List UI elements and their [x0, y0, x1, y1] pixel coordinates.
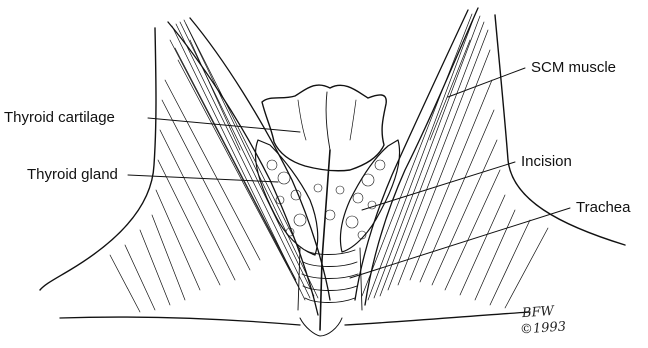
incision-line: [320, 150, 330, 330]
label-trachea: Trachea: [576, 200, 630, 215]
artist-signature-initials: BFW: [522, 305, 555, 320]
left-scm-striations: [110, 20, 318, 312]
incision-leader: [362, 162, 515, 210]
artist-signature-year: ©1993: [520, 320, 567, 336]
thyroid-cartilage-leader: [148, 118, 300, 132]
trachea-rings: [298, 248, 362, 310]
label-thyroid-cartilage: Thyroid cartilage: [4, 110, 115, 125]
label-scm-muscle: SCM muscle: [531, 60, 616, 75]
left-neck-outline: [40, 28, 156, 290]
label-incision: Incision: [521, 154, 572, 169]
clavicle-line: [60, 312, 530, 325]
label-thyroid-gland: Thyroid gland: [27, 167, 118, 182]
